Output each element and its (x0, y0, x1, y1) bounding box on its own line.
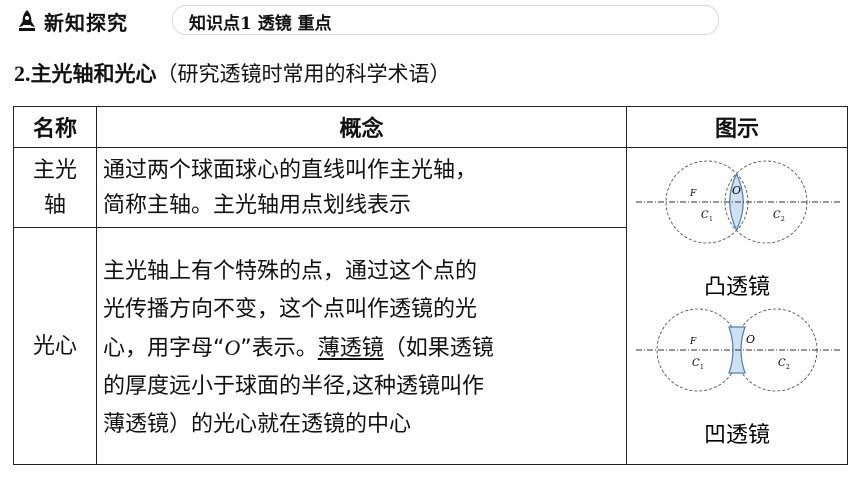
row-concept: 通过两个球面球心的直线叫作主光轴， 简称主轴。主光轴用点划线表示 (96, 147, 627, 228)
underlined-term: 薄透镜 (317, 335, 384, 361)
label-sub1: 1 (709, 216, 713, 223)
label-sub2: 2 (786, 364, 790, 371)
concept-line: 的厚度远小于球面的半径,这种透镜叫作 (103, 373, 484, 399)
section-header: 新知探究 (16, 6, 128, 36)
concept-table: 名称 概念 图示 主光 轴 通过两个球面球心的直线叫作主光轴， 简称主轴。主光轴… (13, 106, 848, 465)
label-sub1: 1 (700, 364, 704, 371)
header-figure: 图示 (626, 106, 848, 148)
concept-line: 简称主轴。主光轴用点划线表示 (103, 192, 412, 218)
row-name-line: 轴 (43, 192, 66, 218)
lens-diagrams: O F C 1 C 2 凸透镜 O F C 1 (636, 160, 840, 448)
topic-text: 知识点1 透镜 重点 (189, 14, 332, 34)
label-o: O (732, 184, 741, 197)
letter-o: O (224, 334, 241, 360)
row-name: 光心 (13, 227, 97, 465)
rocket-icon (19, 10, 35, 31)
label-c2: C (778, 358, 786, 369)
row-name-line: 主光 (32, 157, 77, 183)
concept-line: 主光轴上有个特殊的点，通过这个点的 (103, 258, 478, 284)
convex-lens-figure: O F C 1 C 2 (636, 160, 840, 244)
label-c1: C (692, 358, 700, 369)
row-name: 主光 轴 (13, 147, 97, 228)
concept-line: 心，用字母“O”表示。薄透镜（如果透镜 (103, 329, 620, 368)
label-o: O (746, 333, 755, 346)
label-f: F (689, 189, 697, 199)
heading-number: 2. (14, 61, 31, 86)
concave-lens-figure: O F C 1 C 2 (636, 308, 840, 392)
heading-title: 主光轴和光心 (30, 62, 157, 86)
concept-text: （如果透镜 (383, 335, 494, 361)
label-c2: C (773, 210, 781, 221)
label-c1: C (701, 210, 709, 221)
header-name: 名称 (13, 106, 97, 148)
table-row: 主光 轴 通过两个球面球心的直线叫作主光轴， 简称主轴。主光轴用点划线表示 O … (13, 147, 848, 465)
concept-text: ”表示。 (240, 335, 318, 361)
header-concept: 概念 (96, 106, 627, 148)
label-f: F (689, 337, 697, 347)
concave-label: 凹透镜 (704, 423, 770, 448)
table-header-row: 名称 概念 图示 (13, 106, 848, 148)
section-title: 新知探究 (44, 10, 128, 35)
convex-label: 凸透镜 (704, 275, 770, 300)
concept-line: 薄透镜）的光心就在透镜的中心 (103, 411, 412, 437)
figure-cell: O F C 1 C 2 凸透镜 O F C 1 (626, 147, 848, 465)
concept-text: 心，用字母“ (103, 335, 225, 361)
concept-line: 通过两个球面球心的直线叫作主光轴， (103, 157, 478, 183)
topic-pill: 知识点1 透镜 重点 (172, 5, 719, 35)
heading-note: （研究透镜时常用的科学术语） (156, 62, 451, 86)
concept-line: 光传播方向不变，这个点叫作透镜的光 (103, 296, 478, 322)
row-concept: 主光轴上有个特殊的点，通过这个点的 光传播方向不变，这个点叫作透镜的光 心，用字… (96, 227, 627, 465)
label-sub2: 2 (781, 216, 785, 223)
page-heading: 2.主光轴和光心（研究透镜时常用的科学术语） (14, 58, 451, 88)
